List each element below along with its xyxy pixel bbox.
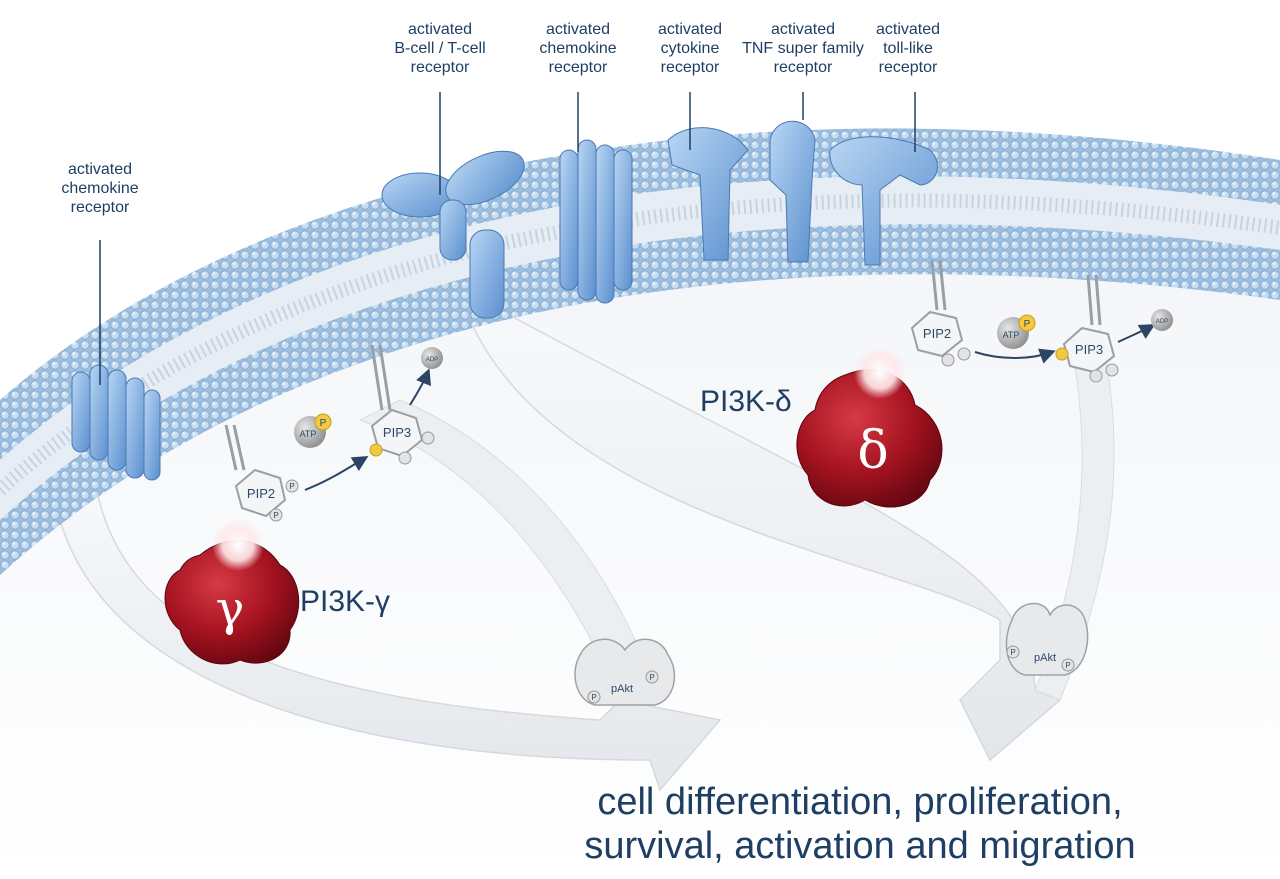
pi3k-delta-enzyme: δ: [796, 347, 943, 508]
adp-right-label: ADP: [1156, 319, 1168, 325]
cell-membrane-outer: [0, 128, 1280, 460]
pip2-left-label: PIP2: [247, 486, 275, 501]
pakt-left-p1: P: [591, 693, 596, 702]
label-line: cytokine: [660, 40, 720, 57]
label-line: activated: [657, 21, 723, 38]
label-line: chemokine: [61, 180, 139, 197]
pip2-left-p2: P: [273, 511, 278, 520]
label-left-chemokine-receptor: activated chemokine receptor: [45, 160, 155, 217]
pakt-left-label: pAkt: [611, 683, 633, 695]
process-arrow-right-2: [1034, 329, 1115, 701]
process-arrow-right: [468, 309, 1062, 762]
label-line: activated: [875, 21, 941, 38]
pip2-left-p1: P: [289, 482, 294, 491]
label-line: activated: [545, 21, 611, 38]
outcome-line-1: cell differentiation, proliferation,: [597, 781, 1123, 823]
pi3k-delta-symbol: δ: [857, 421, 888, 481]
label-line: receptor: [410, 59, 470, 76]
label-line: TNF super family: [742, 40, 864, 57]
pip3-left-label: PIP3: [383, 425, 411, 440]
label-line: activated: [67, 161, 133, 178]
atp-left: ATP P: [294, 413, 332, 448]
pakt-right-p1: P: [1010, 648, 1015, 657]
pi3k-gamma-label: PI3K-γ: [300, 585, 391, 618]
label-line: activated: [770, 21, 836, 38]
pip2-to-pip3-arrow-left: [304, 455, 369, 491]
label-line: receptor: [878, 59, 938, 76]
atp-right: ATP P: [997, 314, 1036, 349]
pip2-left: PIP2 P P: [224, 424, 299, 522]
label-tnf-receptor: activated TNF super family receptor: [733, 20, 873, 77]
label-line: receptor: [773, 59, 833, 76]
tnf-receptor: [769, 120, 816, 263]
label-line: activated: [407, 21, 473, 38]
pip2-to-pip3-arrow-right: [974, 348, 1056, 364]
cytokine-receptor: [667, 127, 749, 261]
pip3-right-label: PIP3: [1075, 342, 1103, 357]
pip2-right-label: PIP2: [923, 326, 951, 341]
cell-membrane-inner: [0, 224, 1280, 575]
cell-membrane-tail-lines: [0, 193, 1280, 496]
label-line: B-cell / T-cell: [394, 40, 486, 57]
pakt-right: pAkt P P: [1005, 602, 1089, 676]
left-chemokine-receptor: [71, 364, 161, 481]
pakt-left-p2: P: [649, 673, 654, 682]
pi3k-delta-label: PI3K-δ: [700, 385, 792, 418]
pip2-right: PIP2: [910, 259, 971, 367]
pakt-right-p2: P: [1065, 661, 1070, 670]
bcell-tcell-receptor: [381, 150, 525, 319]
pip3-to-adp-arrow-right: [1117, 324, 1156, 343]
label-line: receptor: [660, 59, 720, 76]
label-line: toll-like: [883, 40, 933, 57]
label-toll-like-receptor: activated toll-like receptor: [858, 20, 958, 77]
outcome-text: cell differentiation, proliferation, sur…: [570, 780, 1150, 868]
pakt-left: pAkt P P: [574, 638, 676, 706]
atp-right-label: ATP: [1003, 330, 1020, 340]
label-line: chemokine: [539, 40, 617, 57]
outcome-line-2: survival, activation and migration: [584, 825, 1136, 867]
label-cytokine-receptor: activated cytokine receptor: [640, 20, 740, 77]
adp-right: ADP: [1151, 309, 1173, 331]
atp-right-p: P: [1024, 319, 1031, 330]
pip3-left: PIP3: [369, 344, 435, 465]
atp-left-label: ATP: [300, 429, 317, 439]
pip3-right: PIP3: [1055, 274, 1119, 383]
adp-left: ADP: [421, 347, 443, 369]
chemokine-receptor: [559, 139, 633, 304]
adp-left-label: ADP: [426, 357, 438, 363]
label-line: receptor: [70, 199, 130, 216]
toll-like-receptor: [829, 136, 938, 266]
label-line: receptor: [548, 59, 608, 76]
pi3k-gamma-enzyme: γ: [164, 519, 300, 665]
pakt-right-label: pAkt: [1034, 652, 1056, 664]
atp-left-p: P: [320, 418, 327, 429]
label-chemokine-receptor: activated chemokine receptor: [523, 20, 633, 77]
pip3-to-adp-arrow-left: [409, 368, 431, 406]
pi3k-gamma-symbol: γ: [216, 581, 245, 637]
label-bcell-tcell-receptor: activated B-cell / T-cell receptor: [370, 20, 510, 77]
